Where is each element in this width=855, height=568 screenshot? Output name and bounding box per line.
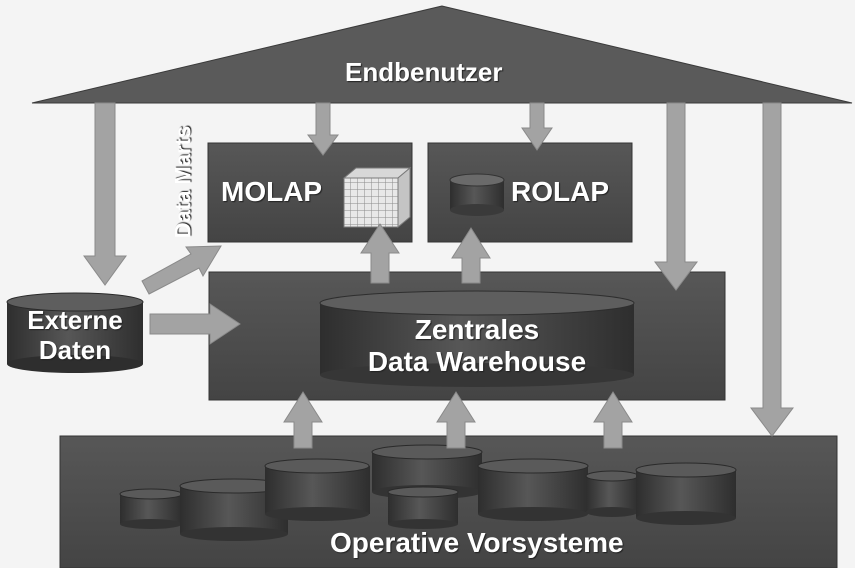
arrow-roof-to-rolap bbox=[521, 102, 553, 151]
relational-table-icon bbox=[449, 173, 505, 216]
externe-daten-line1: Externe bbox=[27, 305, 123, 335]
arrow-operative-to-dwh-3 bbox=[593, 391, 633, 449]
arrow-roof-to-molap bbox=[307, 102, 339, 156]
arrow-dwh-to-rolap bbox=[451, 227, 491, 284]
dwh-line1: Zentrales bbox=[414, 314, 540, 345]
arrow-roof-to-operative bbox=[750, 102, 794, 437]
rolap-label: ROLAP bbox=[511, 176, 609, 207]
externe-daten-cylinder bbox=[6, 292, 144, 373]
arrow-roof-to-externe-daten bbox=[83, 102, 127, 286]
molap-label: MOLAP bbox=[221, 176, 323, 207]
arrow-operative-to-dwh-1 bbox=[283, 391, 323, 449]
source-system-cylinders bbox=[119, 444, 737, 541]
arrow-externe-to-dwh bbox=[149, 303, 241, 345]
dwh-label: Zentrales Data Warehouse bbox=[320, 314, 634, 378]
endbenutzer-roof bbox=[31, 5, 853, 104]
arrow-operative-to-dwh-2 bbox=[436, 391, 476, 449]
dwh-line2: Data Warehouse bbox=[367, 346, 587, 378]
arrow-dwh-to-molap bbox=[360, 223, 400, 284]
dwh-cylinder bbox=[319, 290, 635, 387]
arrow-externe-to-molap bbox=[141, 245, 222, 295]
externe-daten-line2: Daten bbox=[38, 334, 112, 365]
externe-daten-label: Externe Daten bbox=[7, 305, 143, 366]
operative-vorsysteme-label: Operative Vorsysteme bbox=[330, 527, 624, 558]
arrow-roof-to-dwh bbox=[654, 102, 698, 291]
endbenutzer-label: Endbenutzer bbox=[345, 57, 503, 87]
data-marts-label: Data Marts bbox=[170, 125, 196, 239]
olap-cube-icon bbox=[342, 166, 412, 229]
